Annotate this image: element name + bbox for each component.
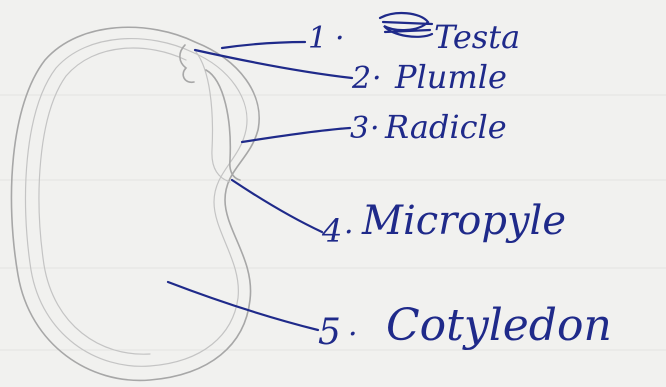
seed-outline (11, 27, 259, 380)
label-cotyledon-dot: · (348, 317, 358, 352)
label-radicle-text: Radicle (384, 108, 507, 146)
seed-coat-line (39, 48, 186, 354)
label-micropyle-dot: · (344, 215, 354, 250)
label-plumule-dot: · (372, 61, 382, 96)
label-micropyle-text: Micropyle (361, 198, 566, 244)
label-plumule-number: 2 (351, 61, 371, 96)
label-micropyle: 4 · Micropyle (321, 198, 566, 250)
pointer-lines (168, 42, 352, 330)
scribble (380, 13, 432, 37)
embryo-axis (196, 52, 230, 182)
label-testa-number: 1 (308, 21, 327, 56)
label-testa-dot: · (335, 21, 345, 56)
plumule-shape (180, 45, 194, 82)
pointer-cotyledon (168, 282, 318, 330)
label-testa-text: Testa (434, 18, 520, 56)
label-radicle-dot: · (370, 111, 380, 146)
label-plumule-text: Plumle (394, 58, 507, 96)
pointer-plumule (195, 50, 352, 78)
pointer-testa (222, 42, 305, 48)
radicle-shape (206, 70, 240, 180)
label-cotyledon: 5 · Cotyledon (318, 300, 612, 353)
label-cotyledon-number: 5 (318, 312, 341, 353)
crossed-out-word (380, 13, 432, 37)
label-micropyle-number: 4 (321, 212, 342, 250)
label-plumule: 2 · Plumle (351, 58, 507, 96)
pointer-micropyle (232, 180, 322, 232)
label-radicle-number: 3 (350, 111, 369, 146)
label-radicle: 3 · Radicle (350, 108, 507, 146)
label-cotyledon-text: Cotyledon (386, 300, 612, 351)
